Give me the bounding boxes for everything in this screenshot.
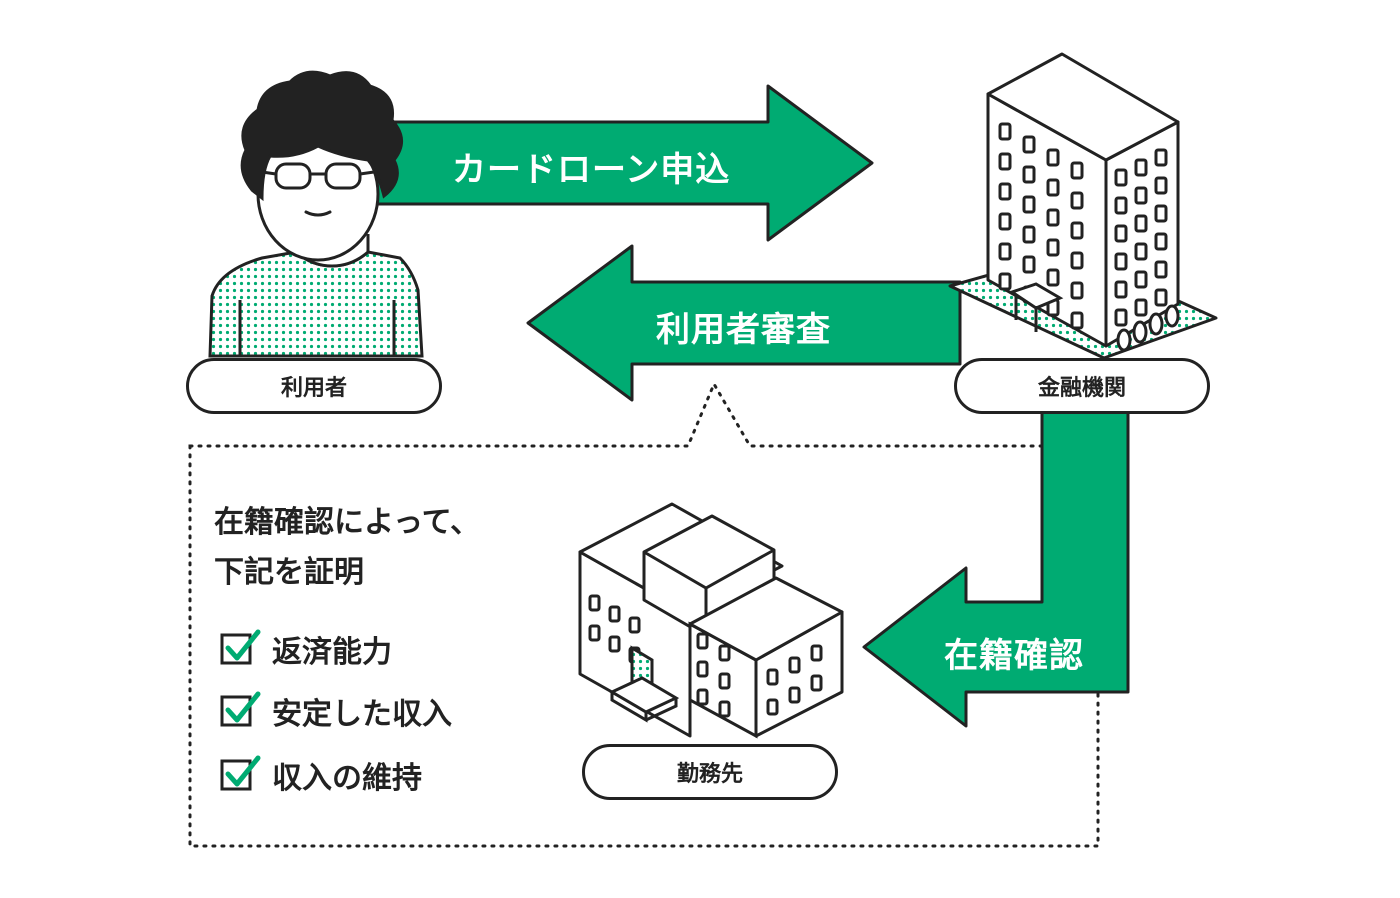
window [1046, 268, 1060, 287]
window [1046, 238, 1060, 257]
window [608, 605, 621, 623]
window [998, 272, 1012, 291]
window [788, 656, 801, 674]
window [1114, 252, 1128, 271]
window [998, 122, 1012, 141]
window [1114, 224, 1128, 243]
window [1046, 178, 1060, 197]
window [1134, 270, 1148, 289]
note-heading-line1: 在籍確認によって、 [214, 505, 481, 540]
window [588, 594, 601, 612]
window [788, 686, 801, 704]
window [998, 152, 1012, 171]
checklist-item: 返済能力 [218, 627, 398, 671]
window [1154, 288, 1168, 307]
window [1070, 161, 1084, 180]
window [766, 668, 779, 686]
window [696, 688, 709, 706]
window [696, 660, 709, 678]
window [1070, 311, 1084, 330]
checklist-item-label: 返済能力 [218, 627, 398, 671]
window [1046, 208, 1060, 227]
window [998, 212, 1012, 231]
window [1114, 308, 1128, 327]
window [810, 674, 823, 692]
arrow-label-screening: 利用者審査 [656, 310, 831, 350]
window [1154, 232, 1168, 251]
window [1070, 251, 1084, 270]
window [1022, 195, 1036, 214]
window [1114, 196, 1128, 215]
window [1154, 176, 1168, 195]
window [1154, 204, 1168, 223]
window [588, 624, 601, 642]
check-icons [220, 633, 252, 791]
window [998, 182, 1012, 201]
note-heading-line2: 下記を証明 [214, 555, 364, 590]
bank-building [948, 52, 1218, 360]
window [1114, 168, 1128, 187]
window [1022, 135, 1036, 154]
window [998, 242, 1012, 261]
arrow-apply [348, 84, 874, 242]
window [1022, 225, 1036, 244]
window [1022, 255, 1036, 274]
node-employer: 勤務先 [582, 744, 838, 800]
window [1070, 221, 1084, 240]
employer-building [578, 502, 844, 739]
checklist-item-label: 安定した収入 [218, 689, 458, 733]
arrow-label-apply: カードローン申込 [452, 150, 731, 190]
window [1134, 298, 1148, 317]
checklist-item-label: 収入の維持 [218, 753, 428, 797]
window [1134, 242, 1148, 261]
window [1134, 186, 1148, 205]
window [810, 644, 823, 662]
window [608, 635, 621, 653]
window [1154, 260, 1168, 279]
window [718, 644, 731, 662]
window [696, 632, 709, 650]
window [766, 698, 779, 716]
checklist-item: 収入の維持 [218, 753, 428, 797]
checklist-item: 安定した収入 [218, 689, 458, 733]
arrow-screening [526, 244, 962, 402]
window [1046, 148, 1060, 167]
window [1070, 191, 1084, 210]
user-figure [208, 70, 424, 358]
note-frame [188, 380, 1100, 848]
window [1070, 281, 1084, 300]
arrow-verification [862, 408, 1130, 728]
node-user: 利用者 [186, 358, 442, 414]
node-bank: 金融機関 [954, 358, 1210, 414]
window [1134, 214, 1148, 233]
window [628, 616, 641, 634]
arrow-label-verification: 在籍確認 [944, 636, 1084, 676]
window [1134, 158, 1148, 177]
window [1154, 148, 1168, 167]
window [1114, 280, 1128, 299]
window [718, 672, 731, 690]
window [718, 700, 731, 718]
window [1022, 165, 1036, 184]
